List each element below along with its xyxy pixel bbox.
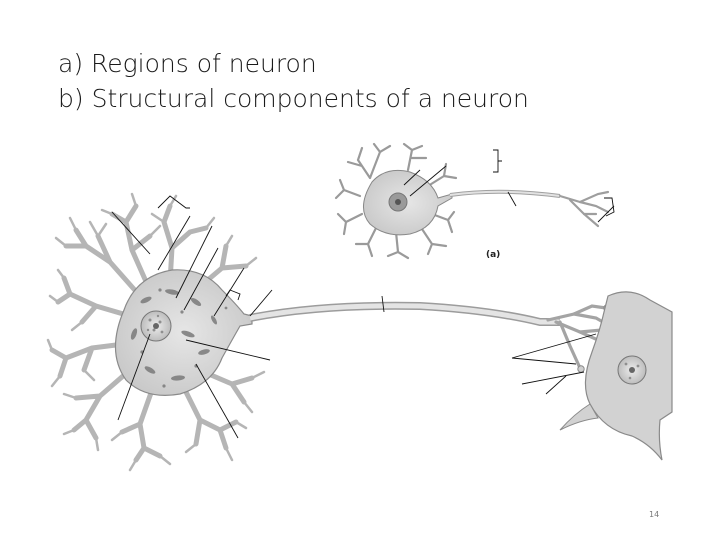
panel-label-a: (a) [486, 250, 500, 260]
bracket-dendrites-soma [493, 150, 502, 172]
slide-number: 14 [649, 510, 659, 519]
neuron-small-panel-a [336, 144, 608, 258]
small-axon-terminals [560, 192, 608, 226]
nucleolus [153, 323, 159, 329]
